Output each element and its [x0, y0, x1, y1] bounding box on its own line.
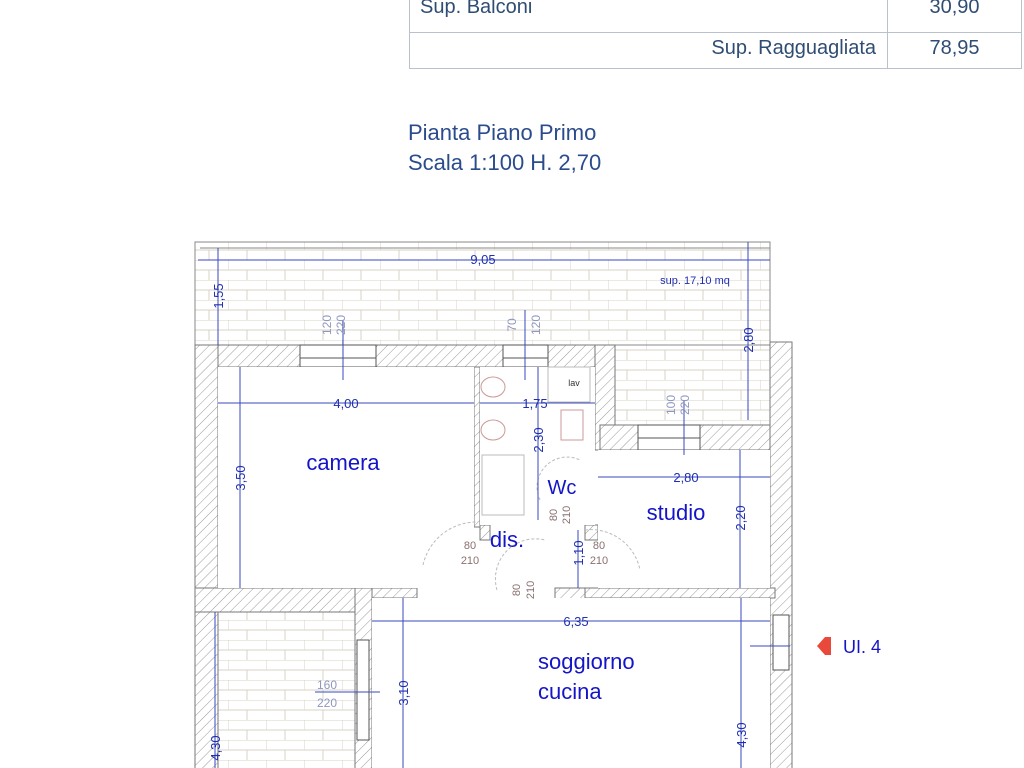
dim-studio-depth: 2,20: [733, 505, 748, 530]
svg-text:210: 210: [525, 581, 537, 599]
opening-studio-window: 100 220: [664, 395, 692, 415]
opening-wc-window: 70 120: [505, 315, 543, 335]
svg-text:210: 210: [461, 555, 479, 567]
dim-lower-balcony-depth: 4,30: [208, 735, 223, 760]
room-studio: studio: [647, 500, 706, 525]
unit-label: UI. 4: [843, 637, 881, 657]
plan-scale: Scala 1:100 H. 2,70: [408, 150, 602, 175]
row-value: 78,95: [929, 37, 980, 59]
svg-text:220: 220: [334, 315, 348, 335]
dim-camera-depth: 3,50: [233, 465, 248, 490]
row-label: Sup. Ragguagliata: [711, 37, 876, 59]
room-cucina: cucina: [538, 679, 602, 704]
svg-text:80: 80: [511, 584, 523, 596]
lav-label: lav: [568, 378, 580, 388]
windows: [299, 344, 790, 741]
dimension-lines: [198, 242, 790, 768]
svg-text:80: 80: [548, 509, 560, 521]
opening-entry-door: 80 210: [511, 581, 537, 599]
svg-text:210: 210: [561, 506, 573, 524]
room-wc: Wc: [548, 477, 577, 499]
opening-studio-door: 80 210: [590, 540, 608, 567]
opening-camera-door: 80 210: [461, 540, 479, 567]
dim-camera-width: 4,00: [333, 396, 358, 411]
entry-arrow-icon: [817, 637, 831, 655]
room-camera: camera: [306, 450, 380, 475]
dim-balcony-right-depth: 2,80: [741, 327, 756, 352]
dim-studio-width: 2,80: [673, 470, 698, 485]
room-soggiorno: soggiorno: [538, 649, 635, 674]
column-divider: [887, 0, 888, 68]
door-swings: [422, 456, 641, 591]
plan-title: Pianta Piano Primo: [408, 120, 597, 145]
svg-text:80: 80: [593, 540, 605, 552]
dim-balcony-width: 9,05: [470, 252, 495, 267]
table-row: Sup. Ragguagliata 78,95: [410, 32, 1021, 68]
svg-text:220: 220: [678, 395, 692, 415]
bathroom-fixtures: [480, 366, 591, 516]
svg-text:120: 120: [320, 315, 334, 335]
svg-text:70: 70: [505, 318, 519, 332]
dim-soggiorno-width: 6,35: [563, 614, 588, 629]
svg-text:210: 210: [590, 555, 608, 567]
dim-wc-depth: 2,30: [531, 427, 546, 452]
svg-text:80: 80: [464, 540, 476, 552]
table-row: Sup. Balconi 30,90: [410, 0, 1021, 33]
svg-text:100: 100: [664, 395, 678, 415]
balcony-area: sup. 17,10 mq: [660, 275, 730, 287]
dim-wc-width: 1,75: [522, 396, 547, 411]
svg-text:160: 160: [317, 678, 337, 692]
opening-camera-window: 120 220: [320, 315, 348, 335]
balcony-lower-left: [199, 611, 356, 768]
surface-summary-table: Sup. Balconi 30,90 Sup. Ragguagliata 78,…: [409, 0, 1022, 69]
row-label: Sup. Balconi: [420, 0, 533, 18]
row-value: 30,90: [929, 0, 980, 18]
opening-soggiorno-window: 160 220: [317, 678, 337, 710]
opening-wc-door: 80 210: [548, 506, 573, 524]
dim-dis-depth: 1,10: [571, 540, 586, 565]
dim-soggiorno-depth-right: 4,30: [734, 722, 749, 747]
svg-text:220: 220: [317, 696, 337, 710]
room-dis: dis.: [490, 527, 524, 552]
svg-text:120: 120: [529, 315, 543, 335]
dim-balcony-depth: 1,55: [211, 283, 226, 308]
dim-soggiorno-depth-left: 3,10: [396, 680, 411, 705]
